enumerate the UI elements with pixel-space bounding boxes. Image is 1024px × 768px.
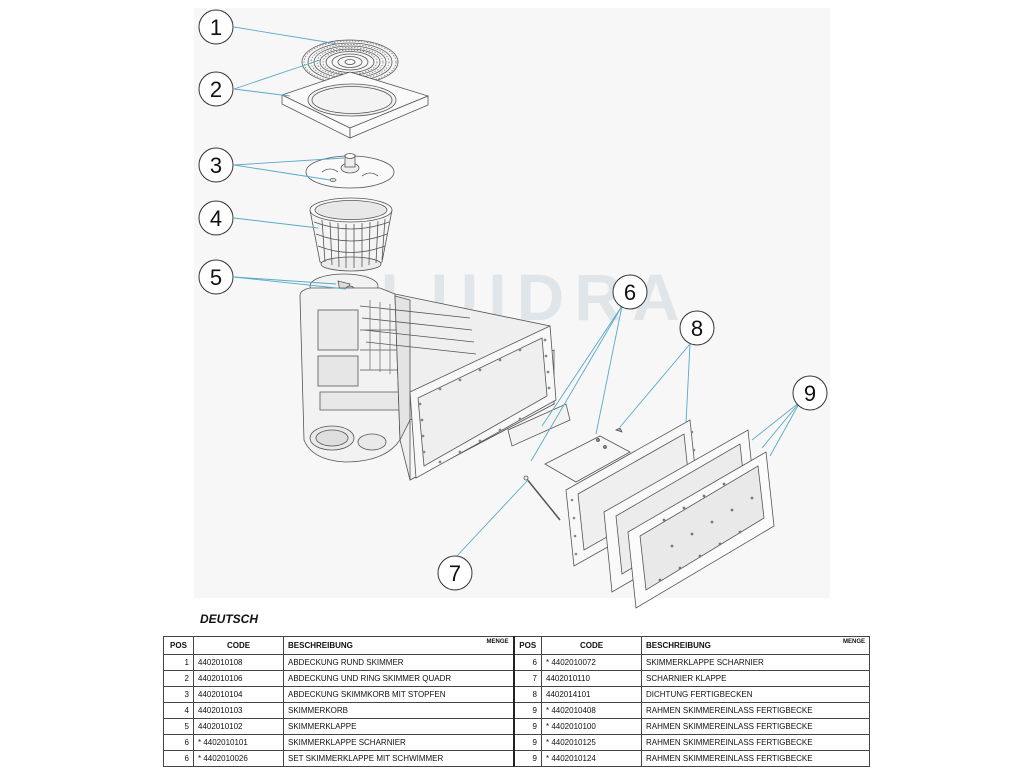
part-frames xyxy=(603,429,775,609)
header-pos: POS xyxy=(163,636,194,655)
row-code: * 4402010026 xyxy=(193,750,284,767)
row-pos: 5 xyxy=(163,718,194,735)
row-pos-right: 8 xyxy=(512,686,542,703)
part-square-frame xyxy=(280,71,430,139)
exploded-view-diagram: FLUIDRA xyxy=(198,9,828,609)
table-row: 3 4402010104 ABDECKUNG SKIMMKORB MIT STO… xyxy=(163,686,870,703)
row-pos: 6 xyxy=(163,734,194,751)
skimmer-body xyxy=(299,287,401,463)
row-description-right: SCHARNIER KLAPPE xyxy=(641,670,870,687)
part-skimmer-basket xyxy=(309,197,393,272)
table-row: 5 4402010102 SKIMMERKLAPPE 9 * 440201010… xyxy=(163,718,870,735)
row-pos: 3 xyxy=(163,686,194,703)
svg-text:9: 9 xyxy=(804,381,816,406)
row-description: SKIMMERKORB xyxy=(283,702,514,719)
svg-text:4: 4 xyxy=(210,206,222,231)
callout-9: 9 xyxy=(792,375,828,411)
row-description: SKIMMERKLAPPE SCHARNIER xyxy=(283,734,514,751)
row-code: 4402010106 xyxy=(193,670,284,687)
row-pos: 2 xyxy=(163,670,194,687)
row-code-right: * 4402010408 xyxy=(541,702,642,719)
header-quantity-right: MENGE xyxy=(842,639,865,645)
callout-2: 2 xyxy=(198,71,234,107)
row-description: ABDECKUNG UND RING SKIMMER QUADR xyxy=(283,670,514,687)
part-basket-cover xyxy=(305,153,395,189)
svg-text:5: 5 xyxy=(210,265,222,290)
row-code-right: 4402014101 xyxy=(541,686,642,703)
table-row: 4 4402010103 SKIMMERKORB 9 * 4402010408 … xyxy=(163,702,870,719)
callout-6: 6 xyxy=(612,274,648,310)
callout-5: 5 xyxy=(198,259,234,295)
row-code: 4402010104 xyxy=(193,686,284,703)
row-pos: 1 xyxy=(163,654,194,671)
row-description: SKIMMERKLAPPE xyxy=(283,718,514,735)
callout-7: 7 xyxy=(437,555,473,591)
row-code: 4402010102 xyxy=(193,718,284,735)
row-code-right: * 4402010100 xyxy=(541,718,642,735)
svg-text:7: 7 xyxy=(449,561,461,586)
header-pos-right: POS xyxy=(512,636,542,655)
table-row: 2 4402010106 ABDECKUNG UND RING SKIMMER … xyxy=(163,670,870,687)
row-description-right: RAHMEN SKIMMEREINLASS FERTIGBECKE xyxy=(641,702,870,719)
row-pos: 6 xyxy=(163,750,194,767)
table-row: 6 * 4402010026 SET SKIMMERKLAPPE MIT SCH… xyxy=(163,750,870,767)
row-description: ABDECKUNG SKIMMKORB MIT STOPFEN xyxy=(283,686,514,703)
row-pos: 4 xyxy=(163,702,194,719)
svg-text:6: 6 xyxy=(624,280,636,305)
row-code-right: * 4402010072 xyxy=(541,654,642,671)
callout-8: 8 xyxy=(679,310,715,346)
part-hinge-pin xyxy=(523,475,561,521)
row-code-right: 4402010110 xyxy=(541,670,642,687)
row-pos-right: 9 xyxy=(512,750,542,767)
row-description: SET SKIMMERKLAPPE MIT SCHWIMMER xyxy=(283,750,514,767)
header-code: CODE xyxy=(193,636,284,655)
svg-text:2: 2 xyxy=(210,77,222,102)
svg-text:1: 1 xyxy=(210,15,222,40)
row-code-right: * 4402010124 xyxy=(541,750,642,767)
row-pos-right: 9 xyxy=(512,718,542,735)
row-pos-right: 6 xyxy=(512,654,542,671)
row-pos-right: 9 xyxy=(512,734,542,751)
row-code-right: * 4402010125 xyxy=(541,734,642,751)
row-pos-right: 9 xyxy=(512,702,542,719)
callout-1: 1 xyxy=(198,9,234,45)
row-description-right: RAHMEN SKIMMEREINLASS FERTIGBECKE xyxy=(641,718,870,735)
row-description-right: SKIMMERKLAPPE SCHARNIER xyxy=(641,654,870,671)
row-code: * 4402010101 xyxy=(193,734,284,751)
leader-lines xyxy=(233,26,801,559)
row-description-right: DICHTUNG FERTIGBECKEN xyxy=(641,686,870,703)
callouts: 1 2 3 4 5 6 7 8 xyxy=(198,9,828,591)
row-description-right: RAHMEN SKIMMEREINLASS FERTIGBECKE xyxy=(641,734,870,751)
row-description: ABDECKUNG RUND SKIMMER xyxy=(283,654,514,671)
row-code: 4402010108 xyxy=(193,654,284,671)
skimmer-flange xyxy=(409,325,557,479)
header-code-right: CODE xyxy=(541,636,642,655)
row-pos-right: 7 xyxy=(512,670,542,687)
svg-text:8: 8 xyxy=(691,316,703,341)
row-description-right: RAHMEN SKIMMEREINLASS FERTIGBECKE xyxy=(641,750,870,767)
callout-3: 3 xyxy=(198,147,234,183)
table-row: 6 * 4402010101 SKIMMERKLAPPE SCHARNIER 9… xyxy=(163,734,870,751)
svg-text:3: 3 xyxy=(210,153,222,178)
part-weir-flap xyxy=(507,403,631,483)
table-row: 1 4402010108 ABDECKUNG RUND SKIMMER 6 * … xyxy=(163,654,870,671)
callout-4: 4 xyxy=(198,200,234,236)
row-code: 4402010103 xyxy=(193,702,284,719)
header-quantity: MENGE xyxy=(486,639,509,645)
language-heading: DEUTSCH xyxy=(200,612,259,626)
